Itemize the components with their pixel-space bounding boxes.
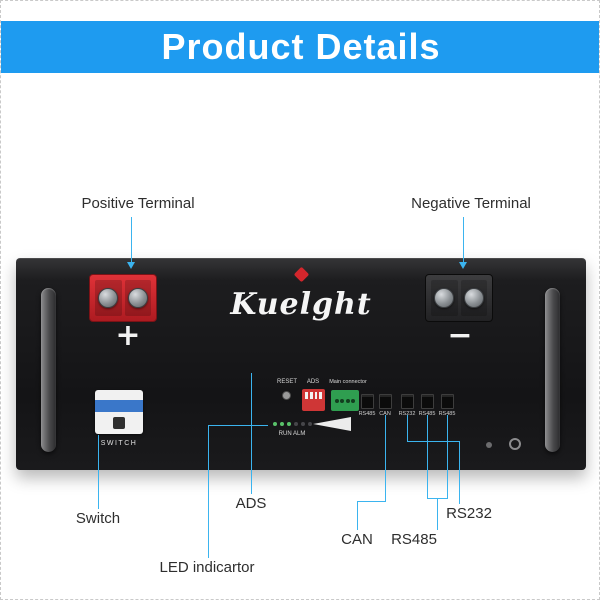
negative-terminal bbox=[425, 274, 493, 322]
alm-led-icon bbox=[301, 422, 305, 426]
annotation-rs485: RS485 bbox=[391, 531, 437, 548]
alm-led-icon bbox=[308, 422, 312, 426]
port-jack-icon bbox=[400, 394, 414, 409]
run-led-icon bbox=[287, 422, 291, 426]
main-connector-label: Main connector bbox=[329, 379, 367, 385]
port-jack-icon bbox=[420, 394, 434, 409]
terminal-contact bbox=[431, 280, 458, 316]
terminal-contact bbox=[95, 280, 122, 316]
port-label: RS485 bbox=[358, 411, 376, 417]
port-jack-icon bbox=[440, 394, 454, 409]
arrow-down-icon bbox=[459, 262, 467, 269]
port-label: CAN bbox=[379, 411, 391, 417]
switch-band bbox=[95, 400, 143, 412]
header-banner: Product Details bbox=[1, 21, 599, 73]
screw-icon bbox=[486, 442, 492, 448]
annotation-rs232: RS232 bbox=[446, 505, 492, 522]
rs485-line bbox=[437, 498, 438, 530]
breaker-switch bbox=[95, 390, 143, 434]
run-led-icon bbox=[273, 422, 277, 426]
run-led-icon bbox=[280, 422, 284, 426]
port-can: CAN bbox=[375, 394, 395, 417]
positive-terminal bbox=[89, 274, 157, 322]
can-line bbox=[357, 501, 358, 530]
port-rs485: RS485 bbox=[357, 394, 377, 417]
port-label: RS485 bbox=[438, 411, 456, 417]
port-jack-icon bbox=[360, 394, 374, 409]
reset-label: RESET bbox=[276, 379, 298, 385]
port-label: RS232 bbox=[398, 411, 416, 417]
minus-symbol: − bbox=[447, 318, 473, 353]
rs485-line bbox=[447, 415, 448, 498]
positive-terminal-line bbox=[131, 217, 132, 263]
annotation-led-indicator: LED indicartor bbox=[159, 559, 255, 576]
port-rs485-2: RS485 bbox=[417, 394, 437, 417]
bolt-icon bbox=[98, 288, 119, 308]
port-jack-icon bbox=[378, 394, 392, 409]
led-indicator-line bbox=[208, 425, 268, 426]
terminal-contact bbox=[460, 280, 487, 316]
annotation-negative-terminal: Negative Terminal bbox=[411, 195, 531, 212]
bolt-icon bbox=[463, 288, 484, 308]
brand-logo-icon bbox=[293, 266, 310, 283]
arrow-down-icon bbox=[127, 262, 135, 269]
indicator-ring-icon bbox=[509, 438, 521, 450]
annotation-switch: Switch bbox=[75, 510, 121, 527]
right-handle bbox=[545, 288, 560, 452]
plus-symbol: + bbox=[115, 318, 141, 353]
bolt-icon bbox=[127, 288, 148, 308]
switch-lever-icon bbox=[113, 417, 125, 429]
annotation-positive-terminal: Positive Terminal bbox=[81, 195, 195, 212]
rs232-line bbox=[459, 441, 460, 504]
panel-arrow-icon bbox=[313, 417, 351, 431]
ads-label: ADS bbox=[306, 379, 320, 385]
reset-button-icon bbox=[282, 391, 291, 400]
led-indicator-line bbox=[208, 425, 209, 558]
battery-unit: + − Kuelght SWITCH RESET ADS Main connec… bbox=[16, 258, 586, 470]
ads-line bbox=[251, 373, 252, 494]
port-rs485-3: RS485 bbox=[437, 394, 457, 417]
switch-line bbox=[98, 435, 99, 509]
switch-caption: SWITCH bbox=[100, 440, 138, 447]
port-label: RS485 bbox=[418, 411, 436, 417]
dip-switch-block bbox=[302, 389, 325, 411]
page-title: Product Details bbox=[161, 26, 441, 67]
left-handle bbox=[41, 288, 56, 452]
bolt-icon bbox=[434, 288, 455, 308]
main-connector-block bbox=[331, 390, 359, 411]
terminal-contact bbox=[124, 280, 151, 316]
annotation-can: CAN bbox=[341, 531, 373, 548]
negative-terminal-line bbox=[463, 217, 464, 263]
run-alm-label: RUN ALM bbox=[278, 431, 306, 437]
alm-led-icon bbox=[294, 422, 298, 426]
rs232-line bbox=[407, 441, 460, 442]
rs232-line bbox=[407, 415, 408, 441]
port-rs232: RS232 bbox=[397, 394, 417, 417]
rs485-line bbox=[427, 415, 428, 498]
brand-logo-text: Kuelght bbox=[230, 287, 372, 322]
can-line bbox=[357, 501, 386, 502]
can-line bbox=[385, 415, 386, 501]
annotation-ads: ADS bbox=[235, 495, 267, 512]
